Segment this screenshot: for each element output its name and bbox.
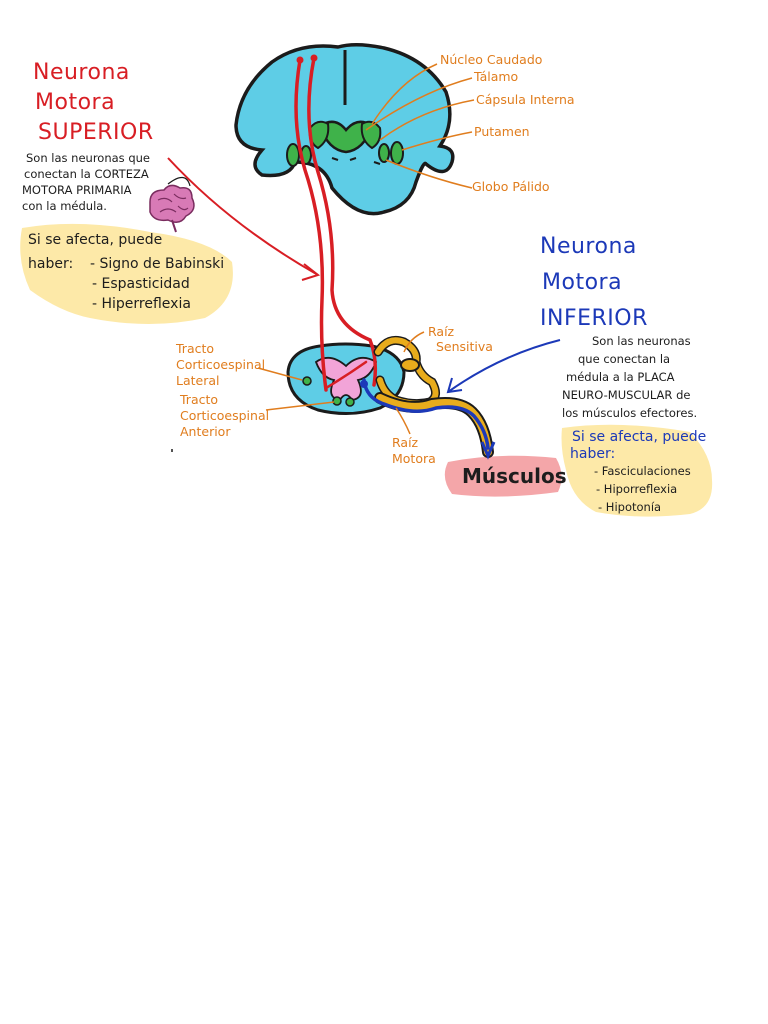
leader-internal-capsule: [379, 99, 475, 141]
label-anterior-tract-line3: Anterior: [180, 424, 231, 439]
upper-pointer-arrowhead: [301, 263, 321, 281]
upper-desc-line1: Son las neuronas que: [26, 151, 150, 165]
anterior-tract-left: [332, 396, 342, 406]
upper-neuron-soma-1: [296, 56, 304, 64]
decussation-cross: [324, 360, 368, 390]
upper-pointer-arrow: [167, 157, 319, 276]
lower-effect-item: - Hiporreflexia: [596, 482, 678, 496]
lower-effects-highlight: [561, 424, 713, 517]
upper-effects-title-line1: Si se afecta, puede: [28, 232, 163, 248]
leader-globus-pallidus: [385, 159, 473, 189]
label-sensory-root-line1: Raíz: [428, 324, 455, 339]
leader-anterior-tract: [265, 401, 335, 411]
lower-pointer-arrow: [447, 339, 561, 393]
upper-effects-title-line2: haber:: [28, 256, 74, 272]
lower-desc-line1: Son las neuronas: [592, 334, 691, 348]
spinal-label-leaders: [257, 331, 425, 435]
label-anterior-tract-line2: Corticoespinal: [180, 408, 270, 423]
motor-end-arrow: [480, 441, 496, 460]
label-internal-capsule: Cápsula Interna: [476, 92, 575, 107]
dorsal-root-ganglion: [400, 358, 420, 372]
leader-putamen: [401, 131, 473, 151]
leader-caudate: [371, 63, 438, 125]
upper-desc-line2: conectan la CORTEZA: [24, 167, 149, 181]
lower-effects-title-line2: haber:: [570, 446, 616, 462]
leader-thalamus: [365, 77, 473, 131]
upper-motor-neuron-paths: [294, 54, 378, 392]
globus-pallidus-right: [378, 143, 390, 163]
putamen-right: [390, 141, 404, 165]
upper-desc-line4: con la médula.: [22, 199, 107, 213]
caudate-nucleus-right: [360, 120, 382, 150]
brain-label-leaders: [365, 63, 475, 189]
lower-title-line1: Neurona: [540, 234, 637, 259]
lower-title-line2: Motora: [542, 270, 623, 295]
lower-desc-line2: que conectan la: [578, 352, 671, 366]
label-globus-pallidus: Globo Pálido: [472, 179, 550, 194]
lower-motor-neuron-path: [362, 378, 490, 450]
muscles-label: Músculos: [462, 464, 567, 488]
lateral-tract-left: [302, 376, 312, 386]
upper-effect-item: - Espasticidad: [92, 276, 190, 292]
lower-title-line3: INFERIOR: [540, 306, 648, 331]
upper-neuron-path-1: [294, 58, 328, 392]
upper-title-line1: Neurona: [33, 60, 130, 85]
label-sensory-root-line2: Sensitiva: [436, 339, 493, 354]
label-lateral-tract-line1: Tracto: [176, 341, 215, 356]
label-thalamus: Tálamo: [474, 69, 519, 84]
putamen-left: [286, 143, 300, 167]
upper-desc-line3: MOTORA PRIMARIA: [22, 183, 132, 197]
upper-title-line2: Motora: [35, 90, 116, 115]
label-caudate-nucleus: Núcleo Caudado: [440, 52, 543, 67]
leader-sensory-root: [403, 331, 425, 353]
leader-lateral-tract: [257, 367, 303, 381]
lower-desc-line5: los músculos efectores.: [562, 406, 698, 420]
anterior-tract-right: [345, 397, 355, 407]
upper-effect-item: - Signo de Babinski: [90, 256, 225, 272]
lower-neuron-soma: [360, 380, 368, 388]
label-motor-root-line1: Raíz: [392, 435, 419, 450]
upper-neuron-soma-2: [310, 54, 318, 62]
lower-desc-line4: NEURO-MUSCULAR de: [562, 388, 691, 402]
label-anterior-tract-line1: Tracto: [180, 392, 219, 407]
lower-pointer-arrowhead: [446, 377, 463, 394]
label-motor-root-line2: Motora: [392, 451, 436, 466]
upper-effect-item: - Hiperreflexia: [92, 296, 191, 312]
label-lateral-tract-line3: Lateral: [176, 373, 220, 388]
lower-effect-item: - Fasciculaciones: [594, 464, 691, 478]
upper-effects-highlight: [20, 223, 233, 324]
muscles-highlight: [444, 455, 562, 497]
upper-title-line3: SUPERIOR: [38, 120, 154, 145]
upper-neuron-path-2: [307, 56, 378, 387]
brain-detail-marks: [331, 157, 381, 165]
lower-effects-title-line1: Si se afecta, puede: [572, 429, 707, 445]
brain-section: [234, 43, 455, 216]
lower-effect-item: - Hipotonía: [598, 500, 662, 514]
leader-motor-root: [395, 407, 411, 435]
brain-icon: [149, 176, 195, 233]
label-lateral-tract-line2: Corticoespinal: [176, 357, 266, 372]
label-putamen: Putamen: [474, 124, 530, 139]
lower-desc-line3: médula a la PLACA: [566, 370, 675, 384]
